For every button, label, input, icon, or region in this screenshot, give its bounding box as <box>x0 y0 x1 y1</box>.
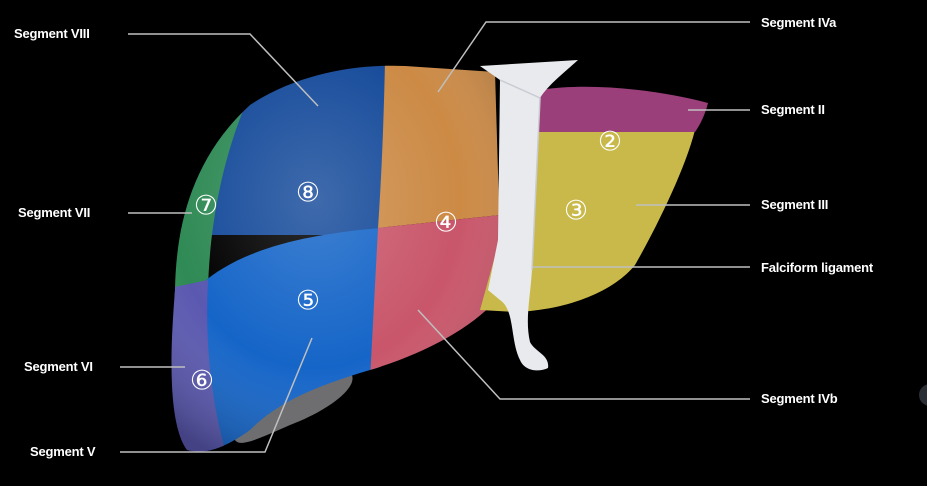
label-falciform-ligament: Falciform ligament <box>761 260 873 275</box>
marker-3: ③ <box>564 196 588 227</box>
label-segment-vi: Segment VI <box>24 359 93 374</box>
label-segment-vii: Segment VII <box>18 205 91 220</box>
overlay-button[interactable] <box>919 384 927 406</box>
marker-2: ② <box>598 127 622 158</box>
marker-8: ⑧ <box>296 178 320 209</box>
marker-5: ⑤ <box>296 286 320 317</box>
leader-seg5 <box>120 337 313 453</box>
label-segment-v: Segment V <box>30 444 96 459</box>
gallbladder-shape <box>235 369 353 443</box>
leader-seg8 <box>128 33 319 107</box>
label-segment-ivb: Segment IVb <box>761 391 838 406</box>
label-segment-iva: Segment IVa <box>761 15 837 30</box>
marker-6: ⑥ <box>190 366 214 397</box>
leader-seg4a <box>437 21 750 93</box>
falciform-ligament-shape <box>480 60 578 371</box>
marker-7: ⑦ <box>194 191 218 222</box>
label-segment-ii: Segment II <box>761 102 825 117</box>
label-segment-iii: Segment III <box>761 197 829 212</box>
segment-2-region <box>535 86 708 132</box>
leader-seg4b <box>417 309 750 400</box>
label-segment-viii: Segment VIII <box>14 26 90 41</box>
marker-4: ④ <box>434 208 458 239</box>
leader-lines <box>120 21 750 453</box>
